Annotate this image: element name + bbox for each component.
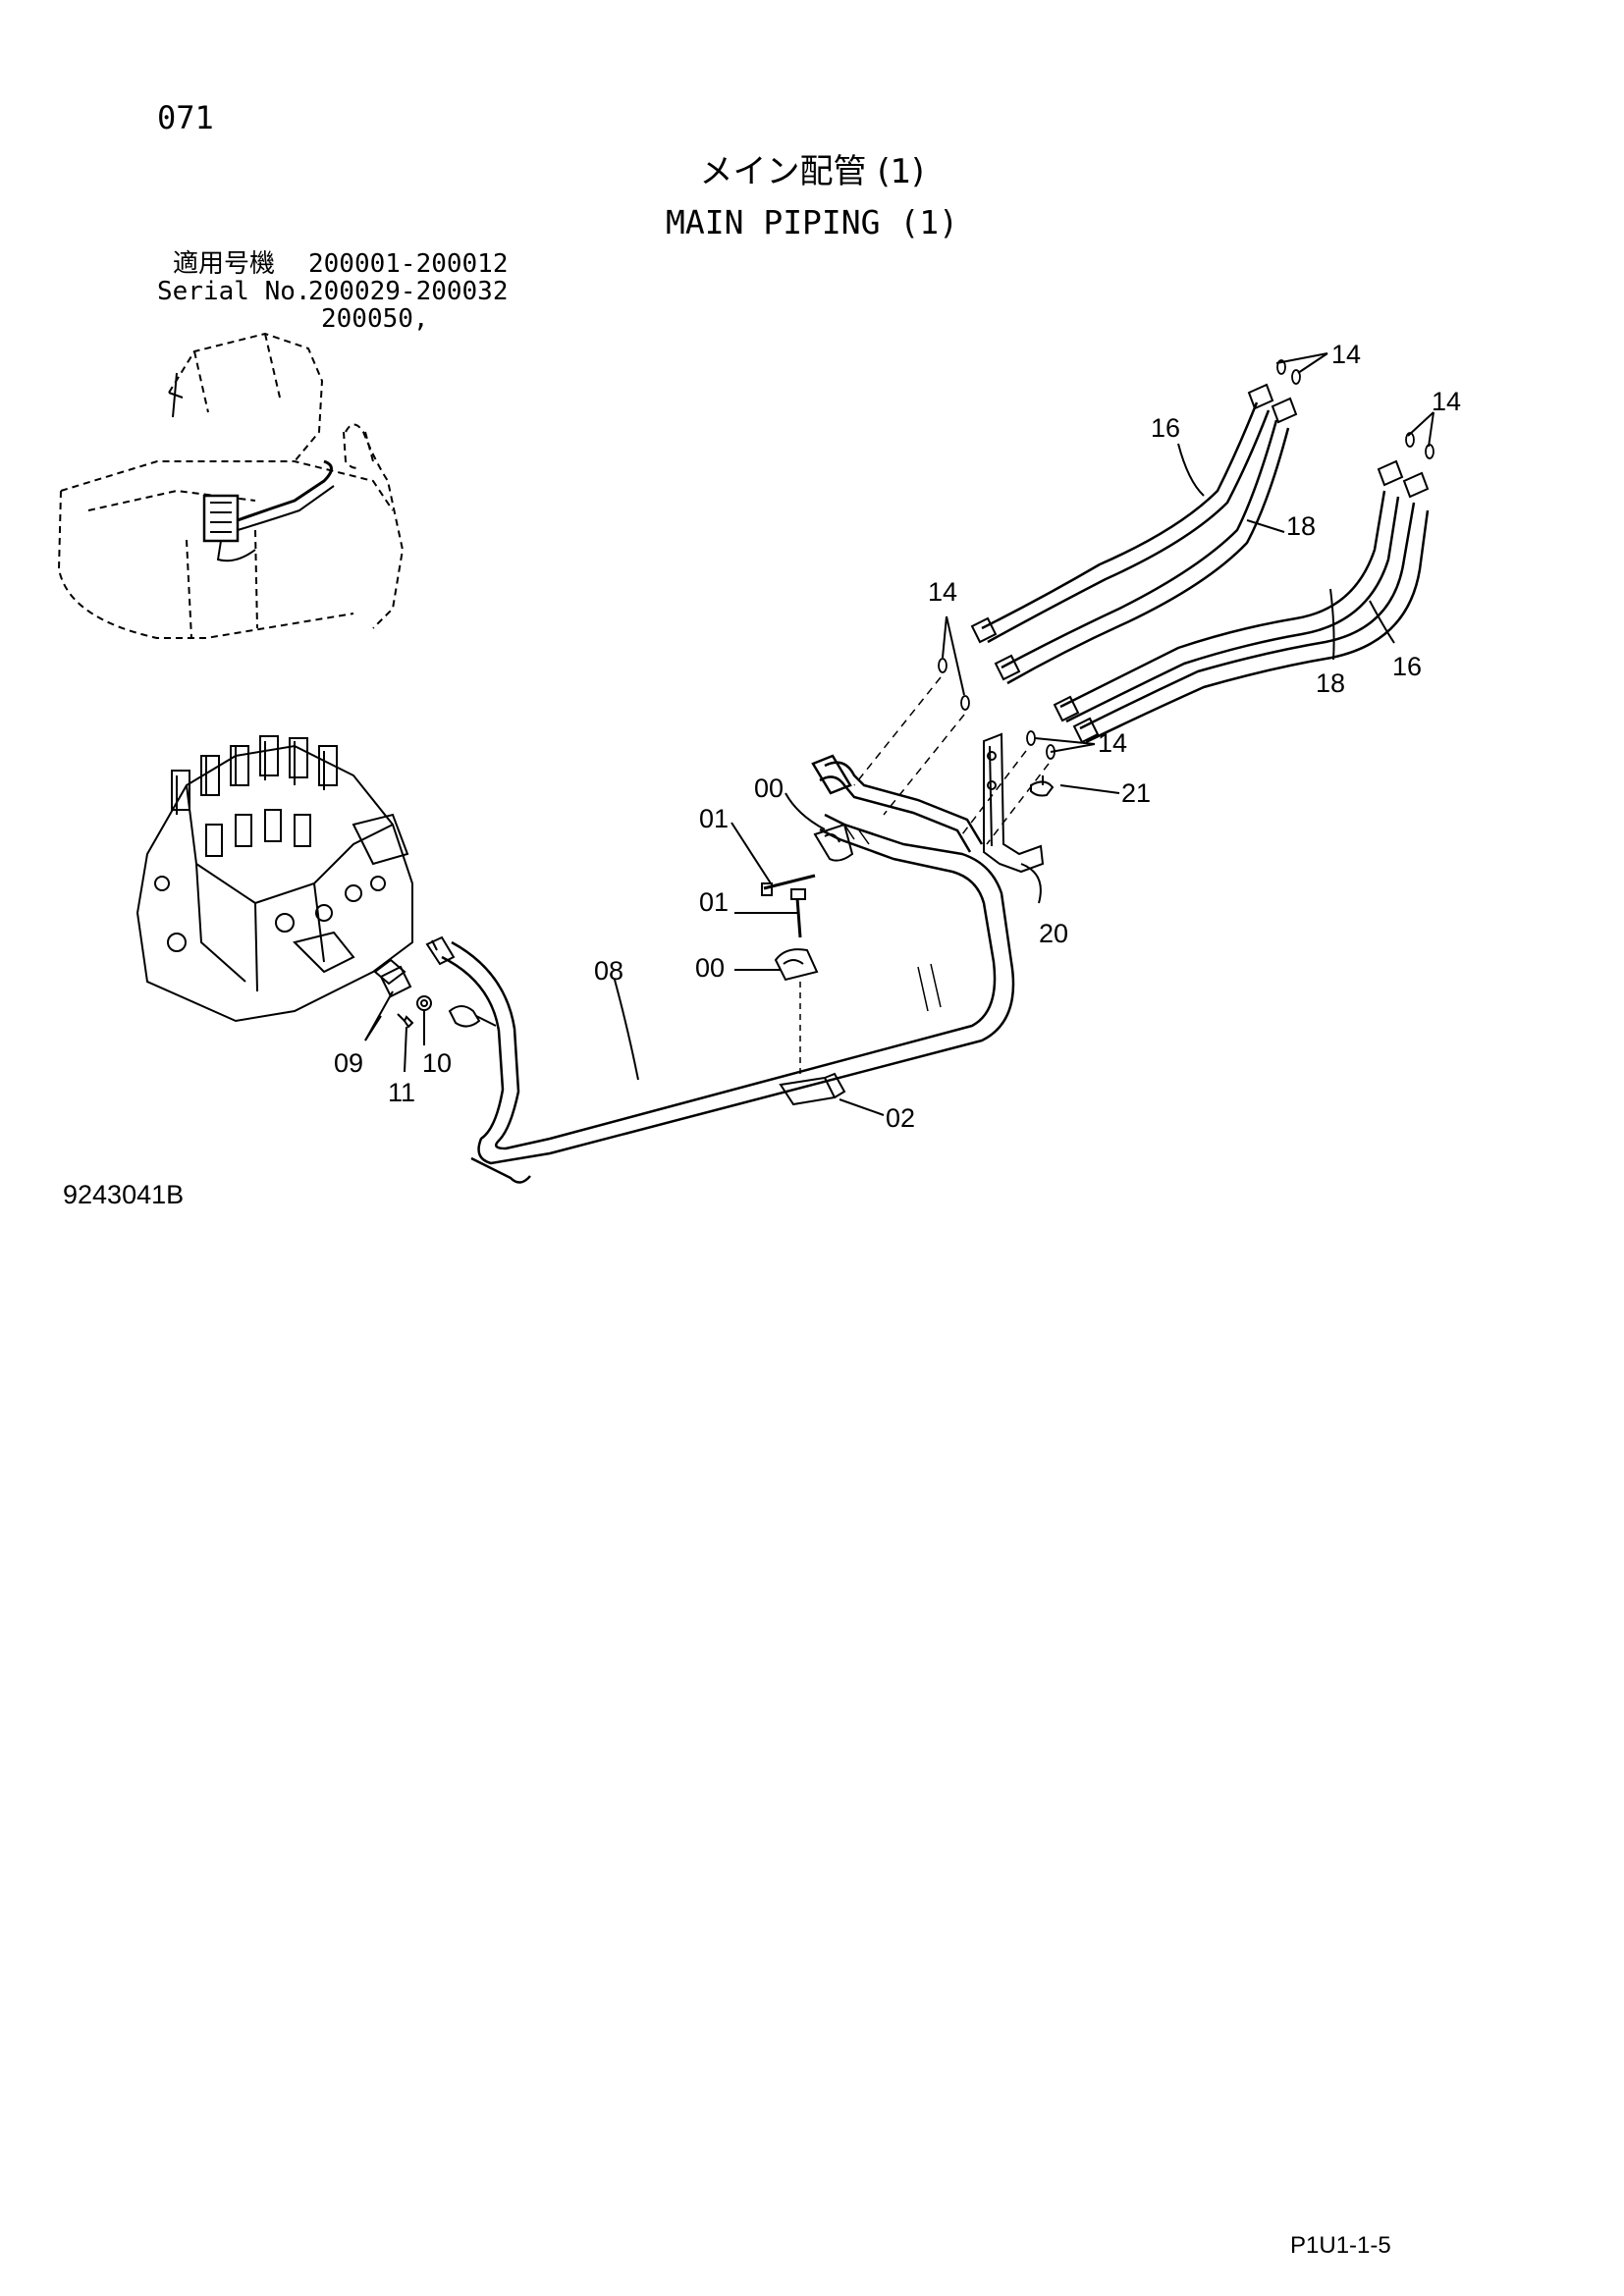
callout-01-a: 01 [699,804,729,833]
callout-14-c: 14 [928,577,957,607]
serial-label-english: Serial No. [157,277,311,306]
serial-range-1: 200001-200012 [308,249,509,279]
callout-18-b: 18 [1316,668,1345,698]
hose-fittings [970,383,1430,744]
page-title-japanese: メイン配管 (1) [699,152,925,191]
serial-label-japanese: 適用号機 [173,249,276,279]
main-pipe-08 [441,813,1015,1184]
callouts: 14 14 16 18 14 18 16 14 21 00 01 01 00 2… [334,340,1461,1133]
serial-range-2: 200029-200032 [308,277,509,306]
clamp-parts-illustration [761,823,854,1106]
serial-range-3: 200050, [321,304,429,334]
callout-11: 11 [388,1078,415,1107]
callout-14-a: 14 [1331,340,1361,369]
flange-assembly-illustration [373,935,497,1029]
machine-overview-illustration [57,332,405,639]
callout-21: 21 [1121,778,1151,808]
figure-number: 9243041B [63,1180,185,1209]
control-valve-illustration [135,735,413,1023]
callout-20: 20 [1039,919,1068,948]
callout-16-a: 16 [1151,413,1180,443]
hoses-16-18 [981,401,1430,744]
callout-01-b: 01 [699,887,729,917]
callout-14-b: 14 [1432,387,1461,416]
callout-08: 08 [594,956,623,986]
callout-02: 02 [886,1103,915,1133]
callout-18-a: 18 [1286,511,1316,541]
callout-00-a: 00 [754,774,784,803]
o-rings-14 [938,359,1435,760]
callout-14-d: 14 [1098,728,1127,758]
callout-10: 10 [422,1048,452,1078]
page-title-english: MAIN PIPING (1) [665,203,958,241]
page-reference: P1U1-1-5 [1290,2232,1391,2259]
page-number: 071 [157,99,214,136]
callout-16-b: 16 [1392,652,1422,681]
callout-00-b: 00 [695,953,725,983]
assembly-dash-lines [853,676,1050,845]
leader-lines [364,352,1435,1116]
bracket-20-illustration [983,732,1055,874]
callout-09: 09 [334,1048,363,1078]
